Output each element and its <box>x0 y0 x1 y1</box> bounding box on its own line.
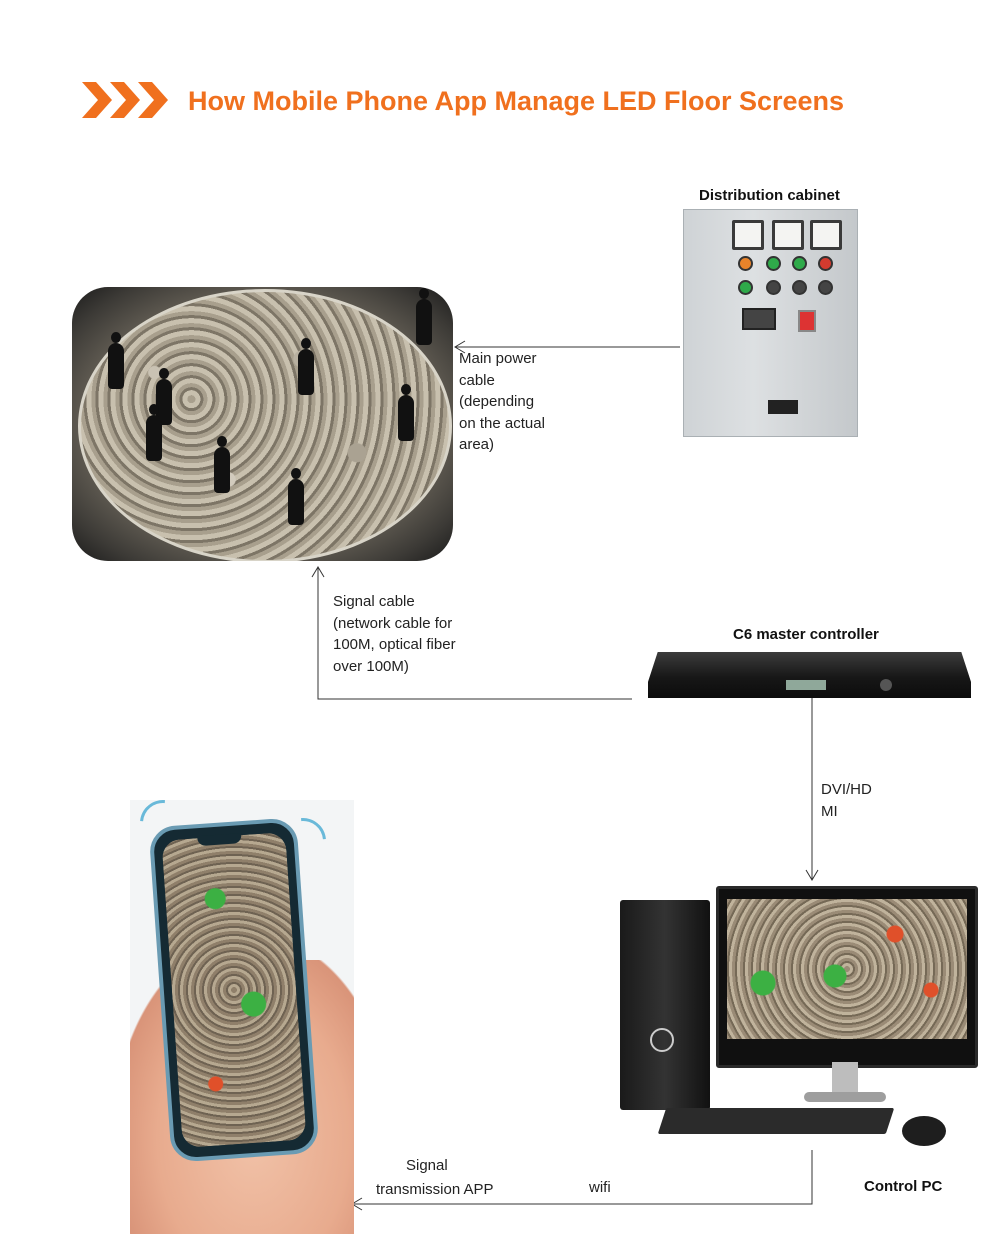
indicator-lamp-icon <box>766 256 781 271</box>
indicator-lamp-icon <box>792 256 807 271</box>
distribution-cabinet-label: Distribution cabinet <box>699 187 840 204</box>
indicator-lamp-icon <box>792 280 807 295</box>
led-floor-screen-image <box>72 287 453 561</box>
triple-chevron-right-icon <box>82 82 168 118</box>
gauge-icon <box>732 220 764 250</box>
indicator-lamp-icon <box>766 280 781 295</box>
control-pc-image <box>618 884 978 1148</box>
wifi-note: wifi <box>589 1179 611 1196</box>
rotary-switch-icon <box>798 310 816 332</box>
person-silhouette <box>214 436 230 493</box>
dvi-hdmi-arrowhead <box>805 869 819 881</box>
pc-tower <box>620 900 710 1110</box>
person-silhouette <box>288 468 304 525</box>
indicator-lamp-icon <box>818 280 833 295</box>
person-silhouette <box>298 338 314 395</box>
person-silhouette <box>156 368 172 425</box>
controller-knob-icon <box>880 679 892 691</box>
page-title: How Mobile Phone App Manage LED Floor Sc… <box>188 86 845 116</box>
person-silhouette <box>108 332 124 389</box>
dell-logo-icon <box>650 1028 674 1052</box>
mobile-phone-image <box>130 790 354 1234</box>
indicator-lamp-icon <box>738 256 753 271</box>
gauge-icon <box>772 220 804 250</box>
mouse <box>902 1116 946 1146</box>
monitor-screen <box>727 899 967 1039</box>
gauge-icon <box>810 220 842 250</box>
person-silhouette <box>146 404 162 461</box>
dvi-hdmi-note: DVI/HD MI <box>821 781 872 820</box>
master-controller-label: C6 master controller <box>733 626 879 643</box>
monitor-stand-base <box>804 1092 886 1102</box>
person-silhouette <box>398 384 414 441</box>
person-silhouette <box>416 288 432 345</box>
signal-cable-arrowhead <box>311 566 325 578</box>
signal-app-note-line1: Signal <box>406 1157 448 1174</box>
phone-screen <box>161 832 307 1148</box>
signal-app-note-line2: transmission APP <box>376 1181 494 1198</box>
main-power-cable-note: Main power cable (depending on the actua… <box>459 350 545 453</box>
controller-lcd <box>786 680 826 690</box>
master-controller-image <box>648 652 971 698</box>
smartphone <box>148 817 320 1163</box>
distribution-cabinet-image <box>683 209 858 437</box>
monitor-stand <box>832 1062 858 1096</box>
pc-monitor <box>716 886 978 1068</box>
indicator-lamp-icon <box>818 256 833 271</box>
control-pc-label: Control PC <box>864 1178 943 1195</box>
cabinet-nameplate <box>768 400 798 414</box>
indicator-lamp-icon <box>738 280 753 295</box>
cabinet-display-icon <box>742 308 776 330</box>
keyboard <box>657 1108 895 1134</box>
floor-ring <box>78 289 452 561</box>
signal-cable-note: Signal cable (network cable for 100M, op… <box>333 593 456 675</box>
